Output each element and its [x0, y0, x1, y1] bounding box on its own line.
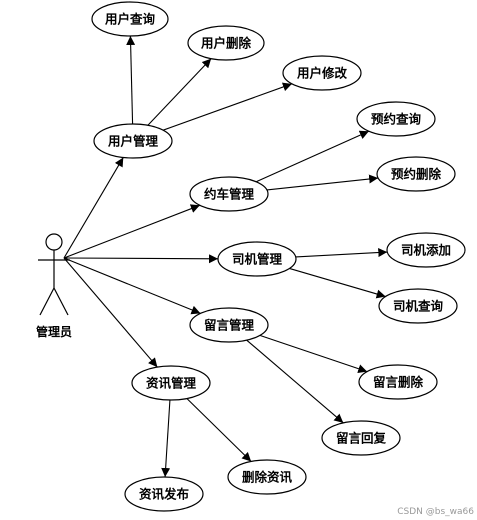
use-case-label: 删除资讯 [242, 470, 293, 485]
use-case-ellipse [227, 459, 307, 495]
use-case-label: 司机添加 [401, 243, 451, 258]
use-case-driver-query: 司机查询 [378, 288, 458, 324]
edge-driver-mgmt-to-driver-query [289, 267, 386, 299]
use-case-news-mgmt: 资讯管理 [131, 365, 211, 401]
actor-head [45, 233, 63, 251]
use-case-ellipse [356, 101, 436, 137]
use-case-booking-delete: 预约删除 [376, 156, 456, 192]
edge-news-mgmt-to-news-delete [186, 398, 252, 462]
watermark: CSDN @bs_wa66 [397, 507, 474, 517]
use-case-booking-mgmt: 约车管理 [189, 176, 269, 212]
use-case-label: 资讯发布 [139, 487, 190, 502]
use-case-label: 预约删除 [391, 167, 442, 182]
use-case-label: 留言删除 [373, 375, 424, 390]
use-case-ellipse [131, 365, 211, 401]
use-case-ellipse [189, 307, 269, 343]
use-case-user-mgmt: 用户管理 [93, 123, 173, 159]
use-case-label: 留言管理 [204, 318, 255, 333]
use-case-ellipse [376, 156, 456, 192]
edge-user-mgmt-to-user-delete [147, 58, 212, 126]
edge-booking-mgmt-to-booking-delete [266, 174, 379, 191]
use-case-ellipse [93, 123, 173, 159]
use-case-message-reply: 留言回复 [321, 420, 401, 456]
edge-actor-to-message-mgmt [63, 257, 201, 315]
actor-right-leg [53, 287, 69, 316]
use-case-label: 约车管理 [204, 187, 255, 202]
edge-user-mgmt-to-user-query [126, 35, 136, 125]
use-case-label: 资讯管理 [146, 376, 197, 391]
use-case-ellipse [217, 241, 297, 277]
use-case-ellipse [124, 476, 204, 512]
use-case-ellipse [378, 288, 458, 324]
edge-actor-to-user-mgmt [63, 157, 124, 259]
edges-layer [63, 35, 388, 478]
use-case-label: 司机查询 [393, 299, 444, 314]
use-case-label: 司机管理 [232, 252, 283, 267]
edge-user-mgmt-to-user-modify [162, 82, 293, 131]
use-case-user-delete: 用户删除 [187, 25, 265, 61]
edge-actor-to-booking-mgmt [63, 204, 201, 259]
use-case-news-publish: 资讯发布 [124, 476, 204, 512]
edge-driver-mgmt-to-driver-add [295, 248, 388, 258]
use-case-label: 用户管理 [107, 134, 159, 149]
use-case-ellipse [282, 55, 362, 91]
use-case-label: 用户修改 [296, 66, 348, 81]
use-case-ellipse [358, 364, 438, 400]
use-case-message-mgmt: 留言管理 [189, 307, 269, 343]
edge-actor-to-driver-mgmt [63, 254, 219, 264]
use-case-ellipse [386, 232, 466, 268]
edge-actor-to-news-mgmt [63, 257, 158, 368]
actor-left-leg [39, 287, 55, 316]
use-case-label: 用户删除 [200, 36, 252, 51]
edge-booking-mgmt-to-booking-query [255, 130, 370, 183]
use-case-message-delete: 留言删除 [358, 364, 438, 400]
use-case-label: 预约查询 [371, 112, 422, 127]
use-case-ellipse [91, 1, 169, 37]
use-case-user-modify: 用户修改 [282, 55, 362, 91]
use-case-label: 用户查询 [104, 12, 156, 27]
use-case-label: 留言回复 [336, 431, 387, 446]
use-case-ellipse [187, 25, 265, 61]
actor-figure: 管理员 [36, 233, 72, 339]
actor-label: 管理员 [36, 324, 72, 339]
use-case-ellipse [321, 420, 401, 456]
use-case-booking-query: 预约查询 [356, 101, 436, 137]
use-case-news-delete: 删除资讯 [227, 459, 307, 495]
edge-message-mgmt-to-message-delete [259, 334, 368, 373]
edge-news-mgmt-to-news-publish [161, 399, 171, 478]
use-case-driver-add: 司机添加 [386, 232, 466, 268]
use-case-driver-mgmt: 司机管理 [217, 241, 297, 277]
use-case-ellipse [189, 176, 269, 212]
edge-message-mgmt-to-message-reply [246, 339, 344, 424]
use-case-user-query: 用户查询 [91, 1, 169, 37]
